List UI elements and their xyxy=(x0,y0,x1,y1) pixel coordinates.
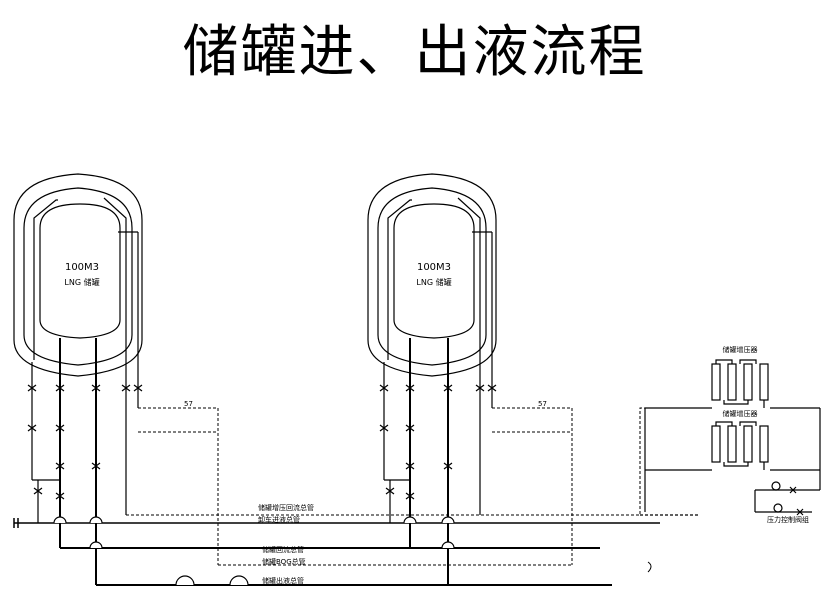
line-tag-2: 57 xyxy=(538,400,547,408)
tank-2-top-fill-pipe xyxy=(387,199,412,360)
tank-1-inner-vessel xyxy=(39,203,121,339)
label-pressure-return: 储罐增压回流总管 xyxy=(258,503,314,512)
vaporizer-a xyxy=(711,359,769,408)
page-title: 储罐进、出液流程 xyxy=(182,20,647,85)
tank-1-valves xyxy=(27,384,143,500)
tank-2-outer-shell xyxy=(367,173,497,377)
label-liquid-inlet: 卸车进液总管 xyxy=(258,515,300,524)
tank-2-capacity: 100M3 xyxy=(417,262,451,273)
tank-2-type: LNG 储罐 xyxy=(416,277,451,287)
tank-1-type: LNG 储罐 xyxy=(64,277,99,287)
vaporizer-b-label: 储罐增压器 xyxy=(723,409,758,418)
tank-2-middle-shell xyxy=(377,187,487,366)
tank-1: 100M3 LNG 储罐 xyxy=(13,173,143,392)
tank-2: 100M3 LNG 储罐 xyxy=(367,173,497,392)
tank-1-capacity: 100M3 xyxy=(65,262,99,273)
control-valves xyxy=(754,481,820,516)
tank-1-side-pipe xyxy=(103,197,127,392)
corner-mark xyxy=(647,561,652,573)
control-panel-label: 压力控制阀组 xyxy=(767,515,809,524)
vaporizer-block: 储罐增压器 储罐增压器 压力控制阀组 xyxy=(640,345,821,524)
tank-2-side-pipe xyxy=(457,197,481,392)
tank-2-valves xyxy=(379,384,497,500)
label-outlet: 储罐出液总管 xyxy=(262,576,304,585)
tank-1-outer-shell xyxy=(13,173,143,377)
pressure-return-dashed xyxy=(126,407,700,566)
label-tank-return: 储罐回流总管 xyxy=(262,545,304,554)
tank-2-inner-vessel xyxy=(393,203,475,339)
label-bog: 储罐BOG总管 xyxy=(262,557,306,566)
line-tag-1: 57 xyxy=(184,400,193,408)
tank-1-top-fill-pipe xyxy=(33,199,58,360)
header-pipes xyxy=(13,516,660,586)
vaporizer-a-label: 储罐增压器 xyxy=(723,345,758,354)
vaporizer-b xyxy=(711,421,769,470)
tank-1-middle-shell xyxy=(23,187,133,366)
